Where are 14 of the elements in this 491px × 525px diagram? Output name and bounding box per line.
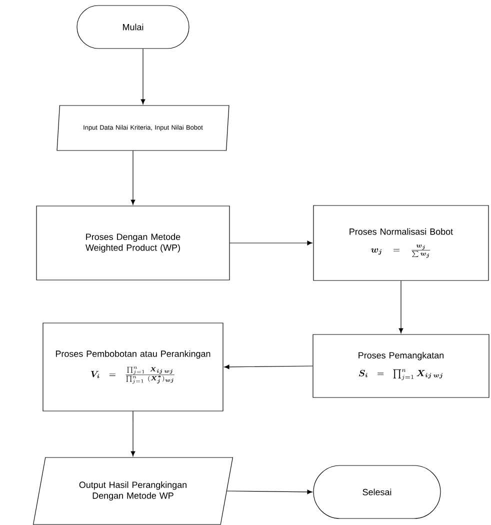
arrow <box>130 411 136 456</box>
start-terminal: Mulai <box>76 5 190 49</box>
arrow <box>140 48 146 104</box>
arrow <box>398 280 404 334</box>
process-box: Proses Dengan Metode Weighted Product (WP) <box>36 206 230 280</box>
process-box: Proses Normalisasi Bobot $\boldsymbol{w_j} = \frac{\boldsymbol{w_j}}{\sum \boldsymbol{w_j}}$ <box>313 205 489 281</box>
arrow <box>226 490 312 494</box>
arrow <box>224 364 313 370</box>
arrow <box>230 240 312 246</box>
process-box: Proses Pembobotan atau Perankingan $\boldsymbol{V_i} = \frac{\prod_{j=1}^{n}\ \boldsymbol{X_{ij\,wj}}}{\prod_{j=1}^{n}\ (\boldsymbol{X_j^{*}})_{\boldsymbol{wj}}}$ <box>42 322 224 412</box>
process-box: Proses Pemangkatan $\boldsymbol{S_i} = \prod_{j=1}^{n} \boldsymbol{X_{ij\,wj}}$ <box>312 334 490 398</box>
arrow <box>130 150 136 205</box>
end-terminal: Selesai <box>313 465 441 519</box>
output-parallelogram: Output Hasil Perangkingan Dengan Metode WP <box>32 457 234 525</box>
